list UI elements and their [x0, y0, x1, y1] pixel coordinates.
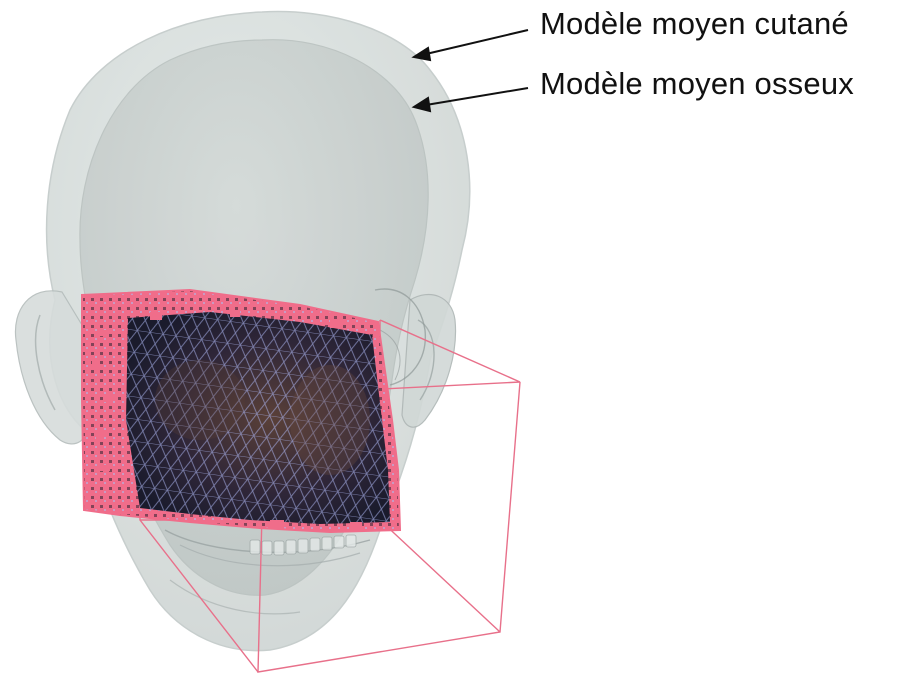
- bone-model-label: Modèle moyen osseux: [540, 66, 854, 102]
- skin-label-arrow: [414, 30, 528, 60]
- skin-model-label: Modèle moyen cutané: [540, 6, 849, 42]
- right-ear: [402, 294, 456, 427]
- face-scan-mesh: [82, 290, 400, 532]
